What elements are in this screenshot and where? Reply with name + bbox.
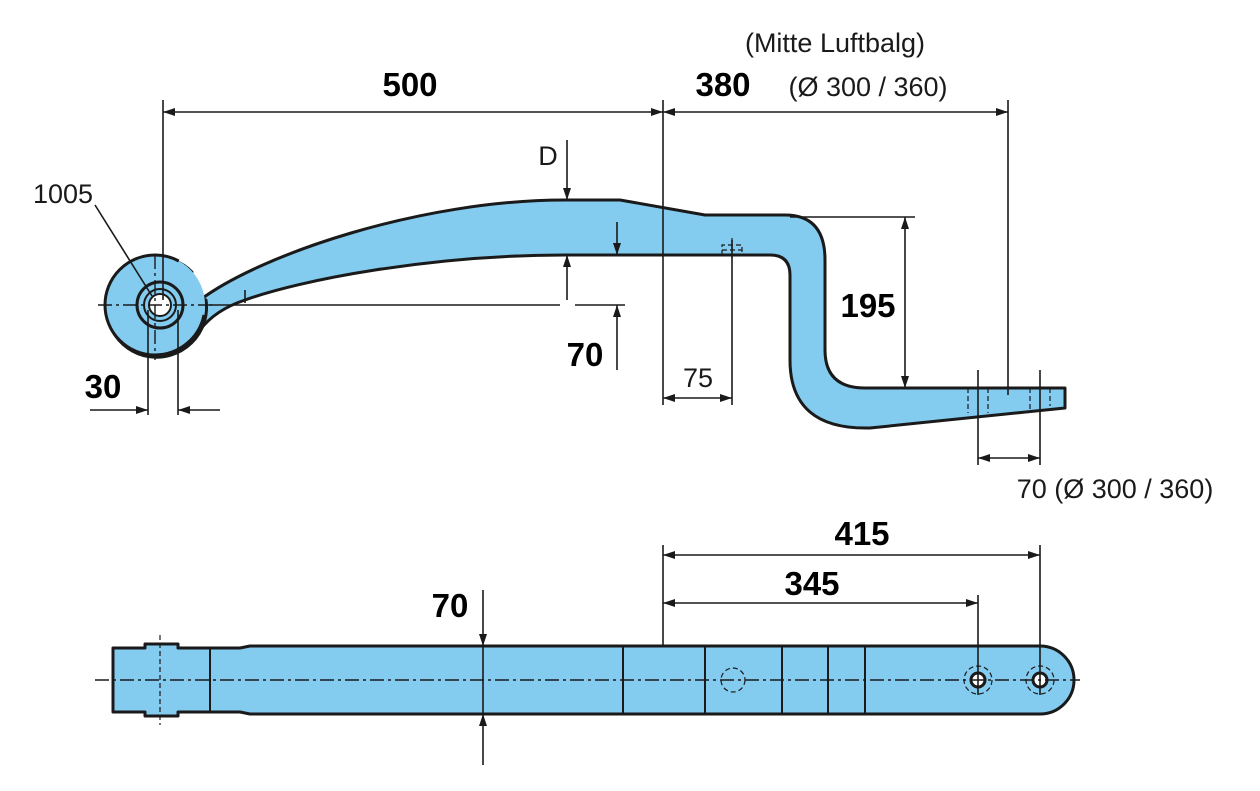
top-view: 415 345 70 (95, 515, 1080, 765)
dim-195: 195 (840, 287, 895, 324)
dim-d: D (538, 141, 558, 171)
dim-75: 75 (683, 363, 713, 393)
leader-line (94, 204, 153, 297)
spring-leaf (198, 198, 1067, 430)
dim-415: 415 (834, 515, 889, 552)
dim-70-thickness: 70 (567, 336, 604, 373)
dim-380-note: (Ø 300 / 360) (788, 72, 947, 102)
spring-top-body (111, 642, 1076, 718)
dim-70-width: 70 (432, 587, 469, 624)
dim-70-note: 70 (Ø 300 / 360) (1017, 474, 1214, 504)
mitte-luftbalg-label: (Mitte Luftbalg) (745, 28, 925, 58)
dim-380: 380 (695, 66, 750, 103)
side-view: (Mitte Luftbalg) 500 380 (Ø 300 / 360) D… (33, 28, 1213, 504)
eye-ref-1005: 1005 (33, 179, 93, 209)
dim-345: 345 (784, 565, 839, 602)
dim-30: 30 (85, 368, 122, 405)
dim-500: 500 (382, 66, 437, 103)
